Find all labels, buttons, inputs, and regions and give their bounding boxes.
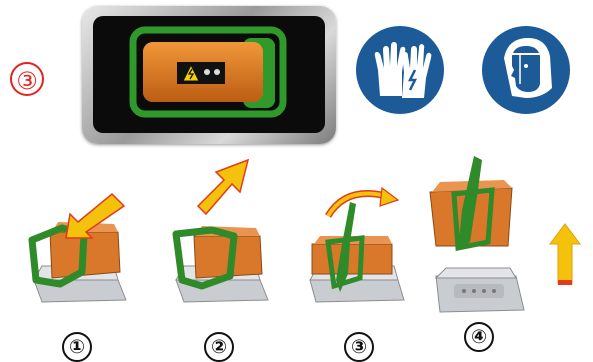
pull-up-arrow — [548, 222, 582, 288]
lift-up-arrow — [194, 152, 258, 216]
step-number-2: ② — [204, 332, 234, 362]
face-shield-sign — [482, 26, 570, 114]
connector-photo — [82, 6, 336, 144]
gloves-icon — [356, 26, 444, 114]
connector-photo-drawing — [93, 16, 325, 133]
step-1-illustration — [22, 188, 134, 318]
protective-gloves-sign — [356, 26, 444, 114]
step-badge: ③ — [10, 62, 44, 96]
step-number-3: ③ — [344, 332, 374, 362]
step-4-illustration — [424, 150, 536, 320]
high-voltage-warning-icon — [177, 62, 225, 84]
step-number-4: ④ — [464, 322, 494, 352]
face-shield-icon — [482, 26, 570, 114]
step-3-illustration — [300, 182, 412, 318]
rotate-arrow — [328, 188, 398, 216]
step-number-1: ① — [62, 332, 92, 362]
